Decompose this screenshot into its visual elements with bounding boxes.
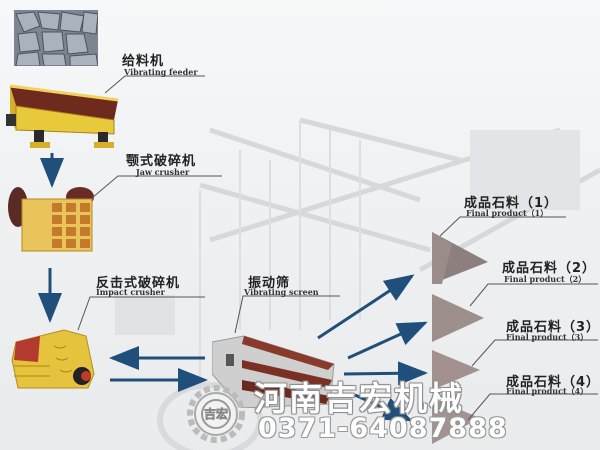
product-2-label-en: Final product（2） (504, 274, 587, 284)
jaw-crusher-label-en: Jaw crusher (136, 167, 190, 177)
product-piles (432, 232, 488, 444)
arrow-screen-to-product-4 (354, 393, 413, 422)
leader-line-product-4 (467, 393, 598, 421)
company-logo-gear-icon: 吉宏 (187, 385, 245, 443)
vibrating-screen-machine (212, 335, 335, 408)
leader-line-screen (234, 295, 340, 334)
product-pile-2 (432, 294, 484, 342)
company-phone-watermark: 0371-64087888 (258, 413, 508, 444)
leader-line-product-2 (469, 283, 598, 307)
product-4-label-cn: 成品石料（4） (506, 375, 600, 390)
raw-stone-image (14, 10, 98, 66)
vibrating-screen-label-cn: 振动筛 (248, 276, 291, 291)
product-3-label-cn: 成品石料（3） (506, 320, 600, 335)
arrow-screen-to-product-1 (317, 274, 415, 340)
feeder-label-cn: 给料机 (122, 54, 165, 69)
leader-line-feeder (104, 75, 205, 94)
arrow-screen-to-product-3 (343, 361, 428, 386)
logo-text: 吉宏 (204, 406, 228, 421)
feeder-label-en: Vibrating feeder (124, 67, 198, 77)
vibrating-feeder-machine (6, 84, 119, 148)
product-3-label-en: Final product（3） (506, 332, 589, 342)
product-1-label-cn: 成品石料（1） (464, 196, 559, 211)
leader-line-impact (77, 296, 205, 331)
impact-crusher-machine (11, 329, 95, 389)
leader-line-product-1 (439, 216, 566, 237)
jaw-crusher-label-cn: 颚式破碎机 (126, 154, 197, 169)
impact-crusher-label-en: Impact crusher (96, 287, 165, 297)
leader-line-jaw (91, 175, 222, 199)
company-name-watermark: 河南吉宏机械 (254, 379, 464, 418)
jaw-crusher-machine (8, 187, 94, 252)
product-1-label-en: Final product（1） (466, 208, 549, 218)
product-2-label-cn: 成品石料（2） (502, 261, 597, 276)
product-pile-3 (432, 350, 480, 390)
product-pile-4 (432, 398, 480, 444)
leader-line-product-3 (471, 339, 598, 367)
arrow-screen-to-product-2 (347, 321, 428, 360)
impact-crusher-label-cn: 反击式破碎机 (96, 276, 181, 291)
vibrating-screen-label-en: Vibrating screen (244, 287, 319, 297)
product-4-label-en: Final product（4） (506, 386, 589, 396)
